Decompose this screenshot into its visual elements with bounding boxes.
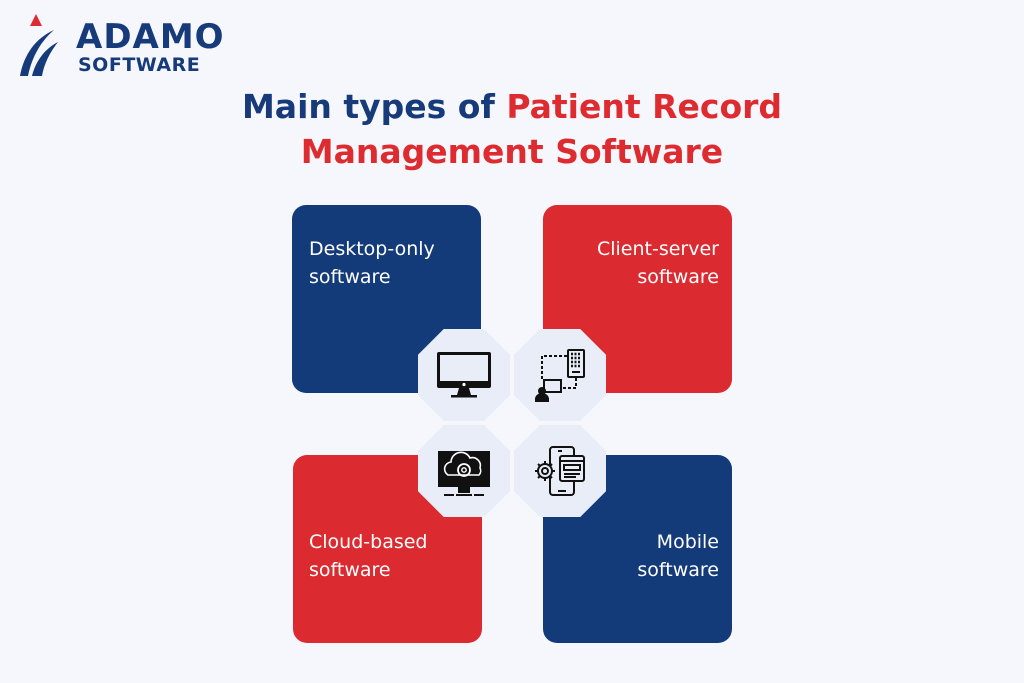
card-label: Mobile software	[637, 531, 719, 581]
octagon-desktop	[418, 329, 510, 421]
octagon-cloud	[418, 425, 510, 517]
desktop-monitor-icon	[437, 352, 491, 398]
card-client-server: Client-server software	[543, 205, 732, 393]
page-title: Main types of Patient Record Management …	[0, 84, 1024, 174]
logo-text-adamo: ADAMO	[76, 17, 225, 57]
card-desktop-only: Desktop-only software	[292, 205, 481, 393]
title-part-1: Main types of	[241, 87, 507, 126]
octagon-mobile	[514, 425, 606, 517]
octagon-client-server	[514, 329, 606, 421]
title-line-2: Management Software	[300, 132, 724, 171]
logo: ADAMO SOFTWARE	[14, 14, 234, 78]
mobile-app-settings-icon	[535, 446, 585, 496]
title-part-2: Patient Record	[506, 87, 783, 126]
card-label: Cloud-based software	[309, 531, 428, 581]
card-label: Client-server software	[596, 238, 719, 288]
logo-mark-icon	[20, 14, 58, 76]
card-mobile: Mobile software	[543, 455, 732, 643]
logo-text-software: SOFTWARE	[78, 54, 201, 76]
client-server-icon	[535, 349, 585, 402]
cloud-settings-monitor-icon	[438, 451, 490, 496]
card-label: Desktop-only software	[309, 238, 435, 288]
